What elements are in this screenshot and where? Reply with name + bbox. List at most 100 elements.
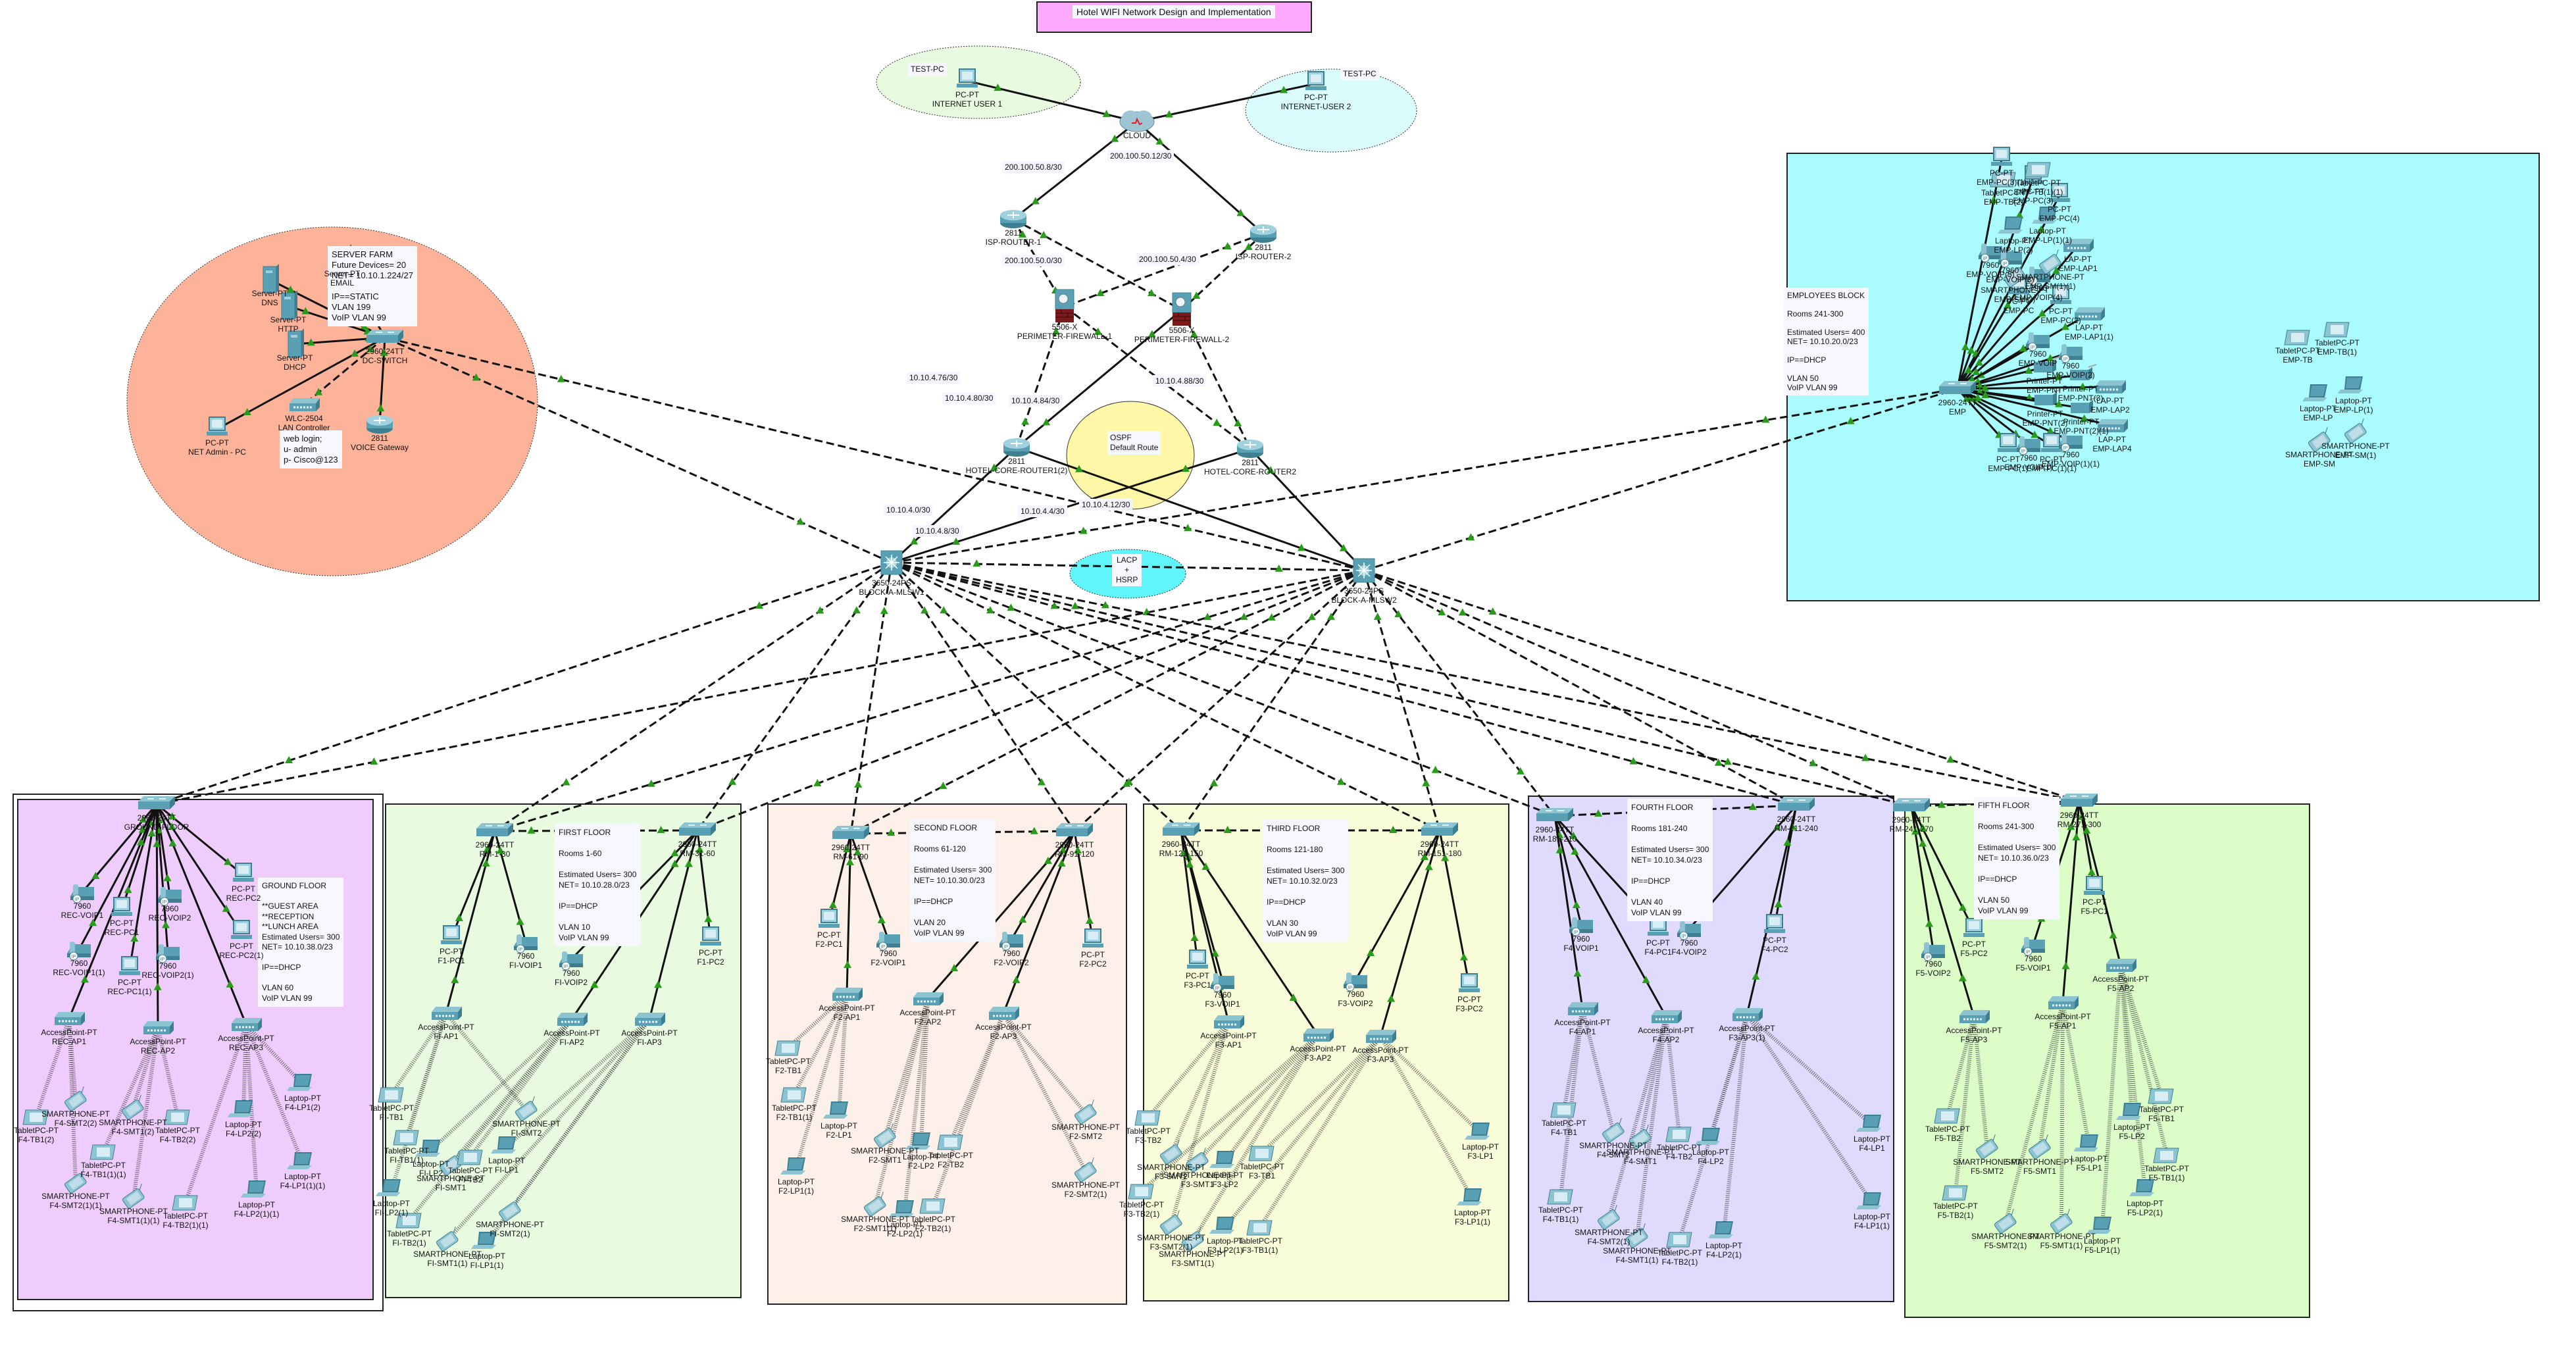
tablet-icon[interactable]	[393, 1130, 419, 1146]
wireless-link[interactable]	[949, 1012, 1005, 1143]
wireless-link[interactable]	[429, 1017, 574, 1152]
crossover-link[interactable]	[1363, 569, 1912, 807]
wireless-link[interactable]	[786, 992, 849, 1050]
printer-icon[interactable]	[2071, 397, 2098, 413]
phone-icon[interactable]: IP	[1998, 249, 2022, 268]
smartphone-icon[interactable]	[2343, 418, 2371, 443]
smartphone-icon[interactable]	[497, 1197, 526, 1222]
tablet-icon[interactable]	[2323, 322, 2350, 338]
tablet-icon[interactable]	[22, 1109, 49, 1125]
ethernet-link[interactable]	[891, 447, 1251, 564]
ap-icon[interactable]	[989, 1007, 1019, 1020]
smartphone-icon[interactable]	[1073, 1157, 1101, 1182]
ap-icon[interactable]	[232, 1018, 262, 1031]
wireless-link[interactable]	[1722, 1014, 1749, 1232]
laptop-icon[interactable]	[780, 1157, 805, 1175]
tablet-icon[interactable]	[89, 1144, 116, 1160]
pc-icon[interactable]	[700, 926, 721, 946]
crossover-link[interactable]	[1363, 388, 1958, 572]
ap-icon[interactable]	[1959, 1010, 1990, 1023]
switch-icon[interactable]	[366, 330, 403, 343]
wireless-link[interactable]	[1746, 1013, 1873, 1127]
laptop-icon[interactable]	[2129, 1179, 2154, 1196]
wireless-link[interactable]	[101, 1026, 160, 1153]
tablet-icon[interactable]	[919, 1198, 946, 1214]
smartphone-icon[interactable]	[872, 1123, 901, 1148]
laptop-icon[interactable]	[2116, 1103, 2141, 1120]
pc-icon[interactable]	[1998, 433, 2019, 452]
wireless-link[interactable]	[1745, 1013, 1874, 1204]
crossover-link[interactable]	[891, 561, 1912, 807]
laptop-icon[interactable]	[471, 1232, 496, 1249]
ap-icon[interactable]	[1568, 1002, 1598, 1015]
wireless-link[interactable]	[156, 1027, 180, 1117]
laptop-icon[interactable]	[2086, 1217, 2111, 1234]
laptop-icon[interactable]	[1209, 1151, 1234, 1168]
ap-icon[interactable]	[2075, 307, 2105, 320]
crossover-link[interactable]	[849, 562, 893, 834]
pc-icon[interactable]	[1764, 914, 1785, 933]
wireless-link[interactable]	[1169, 1021, 1230, 1225]
crossover-link[interactable]	[1064, 232, 1264, 308]
switch-icon[interactable]	[138, 796, 175, 809]
firewall-icon[interactable]	[1055, 289, 1074, 322]
crossover-link[interactable]	[891, 388, 1958, 564]
laptop-icon[interactable]	[1856, 1115, 1881, 1132]
phone-icon[interactable]: IP	[1921, 942, 1945, 961]
wireless-link[interactable]	[794, 994, 849, 1169]
pc-icon[interactable]	[1963, 918, 1984, 937]
crossover-link[interactable]	[384, 336, 892, 564]
ethernet-link[interactable]	[1956, 177, 2034, 390]
phone-icon[interactable]: IP	[999, 932, 1023, 951]
crossover-link[interactable]	[494, 561, 892, 832]
pc-icon[interactable]	[441, 925, 462, 944]
router-icon[interactable]	[366, 415, 393, 434]
wireless-link[interactable]	[1001, 1012, 1088, 1173]
wireless-link[interactable]	[485, 1018, 651, 1244]
tablet-icon[interactable]	[1666, 1232, 1692, 1248]
smartphone-icon[interactable]	[63, 1086, 91, 1111]
smartphone-icon[interactable]	[1159, 1210, 1187, 1235]
tablet-icon[interactable]	[172, 1195, 198, 1211]
tablet-icon[interactable]	[457, 1150, 483, 1165]
smartphone-icon[interactable]	[438, 1151, 467, 1176]
crossover-link[interactable]	[891, 561, 1440, 832]
phone-icon[interactable]: IP	[2017, 436, 2040, 455]
laptop-icon[interactable]	[1998, 216, 2023, 234]
wireless-link[interactable]	[407, 1018, 574, 1221]
ap-icon[interactable]	[913, 992, 944, 1005]
smartphone-icon[interactable]	[435, 1227, 463, 1252]
tablet-icon[interactable]	[164, 1109, 190, 1125]
wireless-link[interactable]	[1378, 1035, 1475, 1200]
laptop-icon[interactable]	[287, 1152, 312, 1169]
laptop-icon[interactable]	[889, 1200, 914, 1217]
smartphone-icon[interactable]	[2307, 427, 2335, 452]
tablet-icon[interactable]	[395, 1213, 422, 1228]
crossover-link[interactable]	[891, 561, 1797, 807]
pc-icon[interactable]	[1305, 71, 1326, 90]
phone-icon[interactable]: IP	[1979, 243, 2002, 263]
switch-icon[interactable]	[2061, 794, 2098, 807]
switch-icon[interactable]	[832, 826, 869, 839]
tablet-icon[interactable]	[1128, 1184, 1154, 1200]
laptop-icon[interactable]	[2302, 384, 2327, 401]
tablet-icon[interactable]	[1942, 1185, 1968, 1201]
tablet-icon[interactable]	[2153, 1148, 2179, 1163]
crossover-link[interactable]	[890, 562, 1076, 832]
tablet-icon[interactable]	[2284, 330, 2310, 345]
tablet-icon[interactable]	[2025, 162, 2051, 178]
wireless-link[interactable]	[931, 1012, 1005, 1207]
wireless-link[interactable]	[1946, 1016, 1976, 1116]
wireless-link[interactable]	[1580, 1008, 1615, 1132]
switch-icon[interactable]	[1056, 823, 1093, 836]
ap-icon[interactable]	[2098, 419, 2128, 432]
smartphone-icon[interactable]	[1596, 1205, 1625, 1230]
crossover-link[interactable]	[494, 569, 1365, 832]
smartphone-icon[interactable]	[1073, 1100, 1101, 1125]
server-icon[interactable]	[288, 328, 304, 358]
ap-icon[interactable]	[635, 1013, 665, 1026]
switch-icon[interactable]	[1421, 822, 1458, 836]
switch-icon[interactable]	[1536, 808, 1573, 821]
smartphone-icon[interactable]	[63, 1169, 91, 1194]
phone-icon[interactable]: IP	[2021, 937, 2045, 956]
